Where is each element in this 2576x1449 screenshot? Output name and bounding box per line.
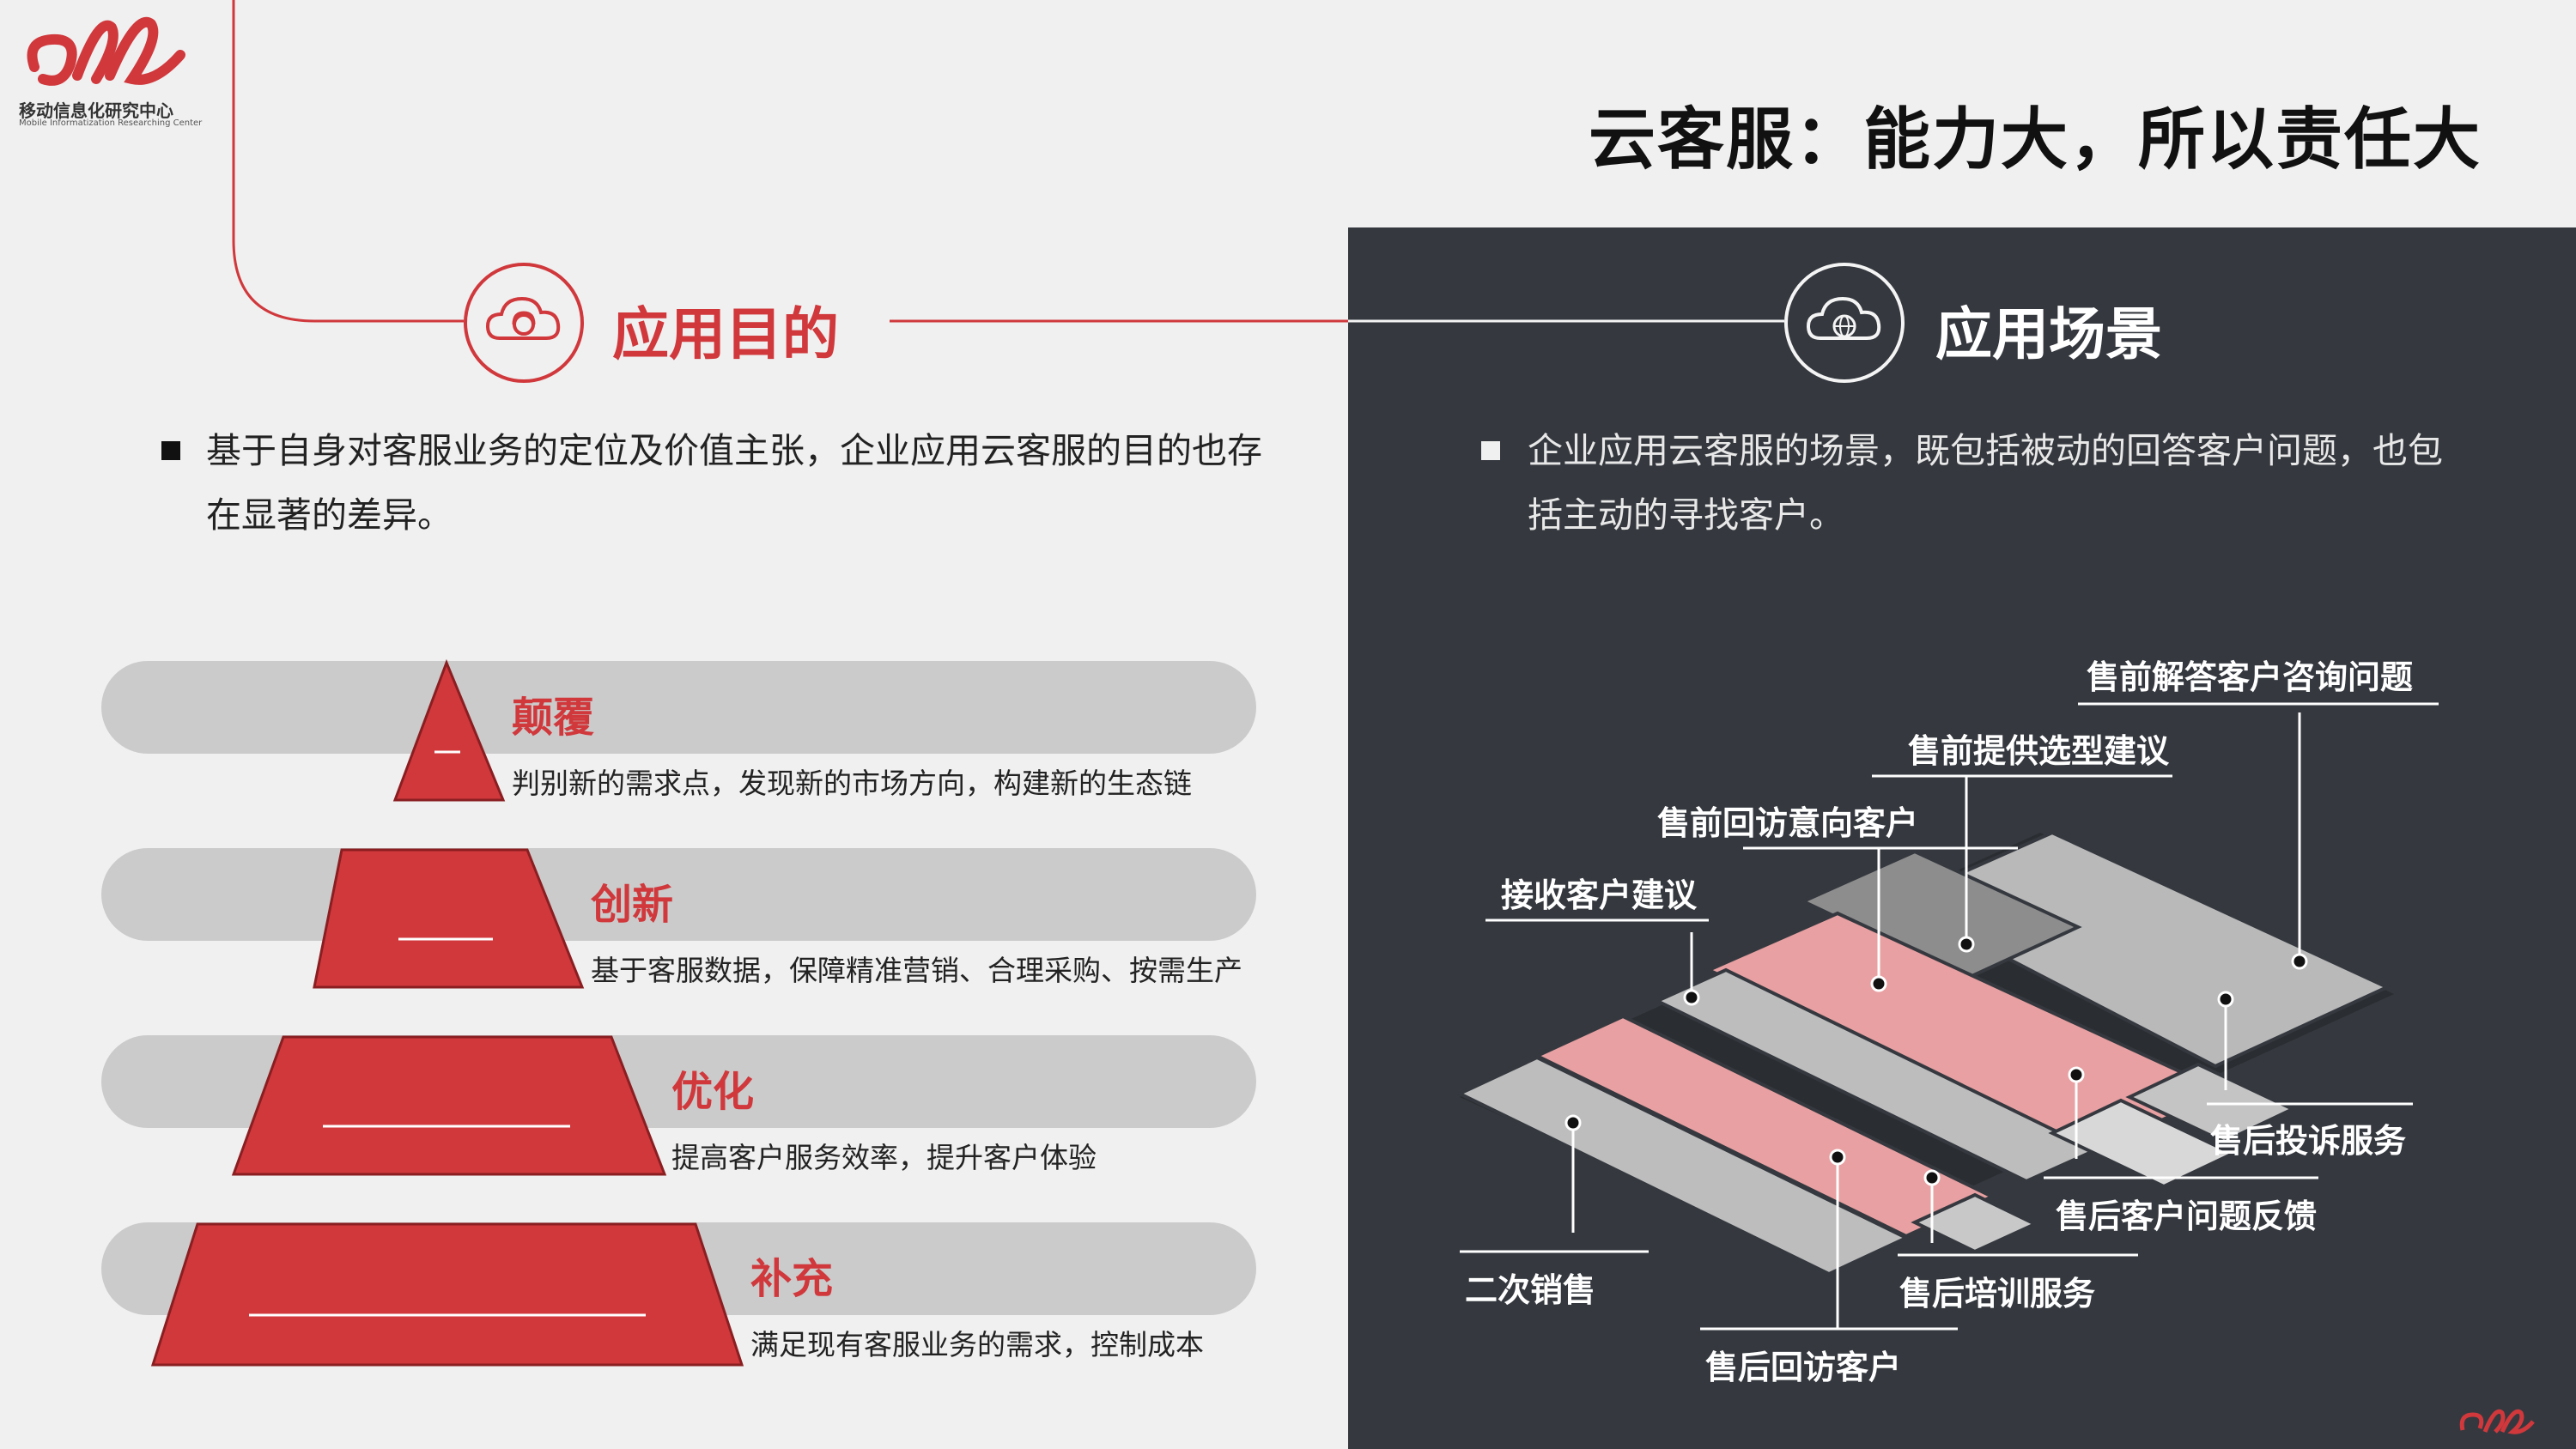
label-after-complaint: 售后投诉服务: [2210, 1114, 2406, 1161]
label-after-feedback: 售后客户问题反馈: [2056, 1190, 2317, 1237]
page-title: 云客服：能力大，所以责任大: [1589, 86, 2482, 182]
pyramid-segment-4: [153, 1224, 742, 1365]
pyramid-graphic: [0, 0, 1348, 1449]
cloud-globe-icon: [1784, 263, 1905, 383]
tier-title-innovate: 创新: [591, 870, 673, 931]
scenario-bullet-text: 企业应用云客服的场景，既包括被动的回答客户问题，也包括主动的寻找客户。: [1481, 419, 2477, 548]
label-receive-suggestion: 接收客户建议: [1501, 869, 1697, 916]
label-after-training: 售后培训服务: [1899, 1267, 2095, 1314]
tier-desc-innovate: 基于客服数据，保障精准营销、合理采购、按需生产: [591, 948, 1242, 989]
pyramid-segment-1: [395, 663, 503, 800]
tier-title-disrupt: 颠覆: [512, 683, 594, 743]
tier-desc-optimize: 提高客户服务效率，提升客户体验: [671, 1135, 1097, 1176]
tier-desc-supplement: 满足现有客服业务的需求，控制成本: [750, 1322, 1204, 1363]
tier-title-supplement: 补充: [750, 1245, 833, 1305]
tier-title-optimize: 优化: [671, 1058, 754, 1118]
scenario-bullet-label: 企业应用云客服的场景，既包括被动的回答客户问题，也包括主动的寻找客户。: [1481, 419, 2477, 548]
label-presale-revisit: 售前回访意向客户: [1657, 797, 1918, 844]
pyramid-segment-3: [234, 1037, 665, 1174]
label-after-revisit: 售后回访客户: [1705, 1341, 1901, 1388]
label-presale-answer: 售前解答客户咨询问题: [2087, 651, 2413, 698]
scenario-heading: 应用场景: [1935, 288, 2162, 371]
pyramid-segment-2: [314, 850, 582, 987]
corner-logo-icon: [2456, 1404, 2559, 1439]
label-secondary-sales: 二次销售: [1465, 1264, 1595, 1311]
tier-desc-disrupt: 判别新的需求点，发现新的市场方向，构建新的生态链: [512, 761, 1192, 802]
label-presale-selection: 售前提供选型建议: [1908, 724, 2169, 772]
